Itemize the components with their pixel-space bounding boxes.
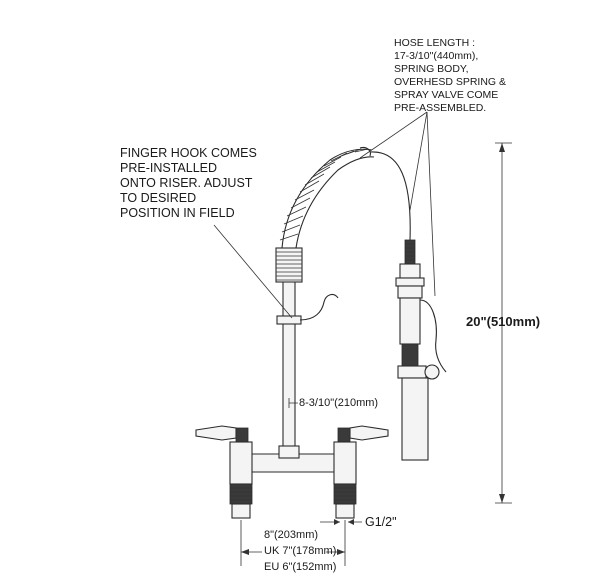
- left-valve: [195, 425, 253, 519]
- thread-size-label: G1/2": [365, 515, 397, 529]
- centers-label-1: 8"(203mm): [264, 529, 319, 541]
- hose-note-line-4: OVERHESD SPRING &: [394, 76, 507, 88]
- bridge-body: [246, 445, 342, 473]
- finger-hook-note-line-2: PRE-INSTALLED: [120, 161, 218, 175]
- height-dimension-label: 20"(510mm): [466, 314, 541, 329]
- finger-hook-note-line-5: POSITION IN FIELD: [120, 206, 235, 220]
- hose-note-line-1: HOSE LENGTH :: [394, 37, 476, 49]
- thread-callout: [320, 519, 362, 525]
- centers-label-3: EU 6"(152mm): [264, 561, 337, 573]
- hose-note-line-6: PRE-ASSEMBLED.: [394, 102, 487, 114]
- hose-note-line-5: SPRAY VALVE COME: [394, 89, 499, 101]
- hose-note-line-3: SPRING BODY,: [394, 63, 469, 75]
- height-dimension: [495, 142, 512, 504]
- leader-lines: [213, 111, 436, 319]
- centers-dimension: [240, 520, 346, 566]
- overhead-spring: [279, 146, 375, 249]
- riser-offset-dimension: [288, 398, 298, 408]
- right-valve: [333, 425, 389, 519]
- hose-note-line-2: 17-3/10"(440mm),: [394, 50, 479, 62]
- finger-hook: [276, 293, 339, 325]
- hose: [369, 151, 411, 241]
- riser-offset-label: 8-3/10"(210mm): [299, 397, 379, 409]
- spray-valve: [395, 239, 447, 461]
- riser-pipe: [282, 277, 296, 454]
- centers-label-2: UK 7"(178mm): [264, 545, 337, 557]
- finger-hook-note-line-1: FINGER HOOK COMES: [120, 146, 257, 160]
- finger-hook-note-line-3: ONTO RISER. ADJUST: [120, 176, 253, 190]
- finger-hook-note-line-4: TO DESIRED: [120, 191, 197, 205]
- spring-body: [275, 247, 303, 283]
